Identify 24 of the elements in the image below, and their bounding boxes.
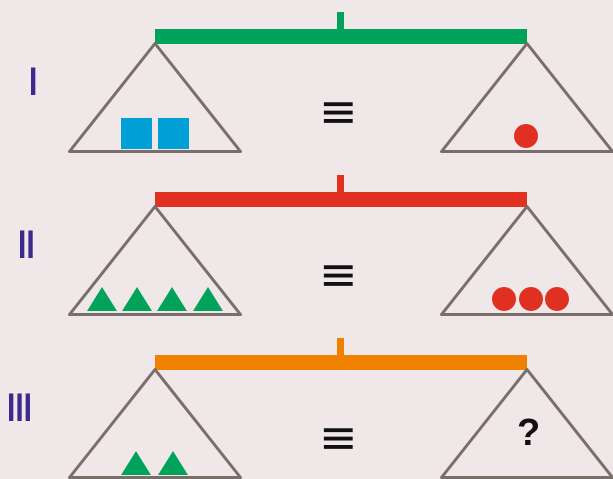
- circle-weight: [545, 287, 569, 311]
- triangle-weight: [122, 287, 152, 311]
- circle-weight: [519, 287, 543, 311]
- scale-pan-triangle: [68, 42, 242, 153]
- square-weight: [121, 118, 152, 149]
- circle-weight: [514, 124, 538, 148]
- square-weight: [158, 118, 189, 149]
- equivalence-sign: ≡: [319, 88, 358, 134]
- question-mark: ?: [517, 414, 540, 452]
- triangle-weight: [87, 287, 117, 311]
- circle-weight: [492, 287, 516, 311]
- scale-pan-triangle: [440, 42, 613, 153]
- triangle-weight: [193, 287, 223, 311]
- triangle-weight: [121, 451, 151, 475]
- scale-pan-triangle: [68, 368, 242, 479]
- equivalence-sign: ≡: [319, 414, 358, 460]
- row-numeral: II: [18, 225, 35, 265]
- triangle-weight: [157, 287, 187, 311]
- scale-pan-triangle: [440, 205, 613, 316]
- equivalence-sign: ≡: [319, 251, 358, 297]
- row-numeral: III: [7, 388, 32, 428]
- row-numeral: I: [29, 62, 38, 102]
- scale-pan-triangle: [68, 205, 242, 316]
- triangle-weight: [158, 451, 188, 475]
